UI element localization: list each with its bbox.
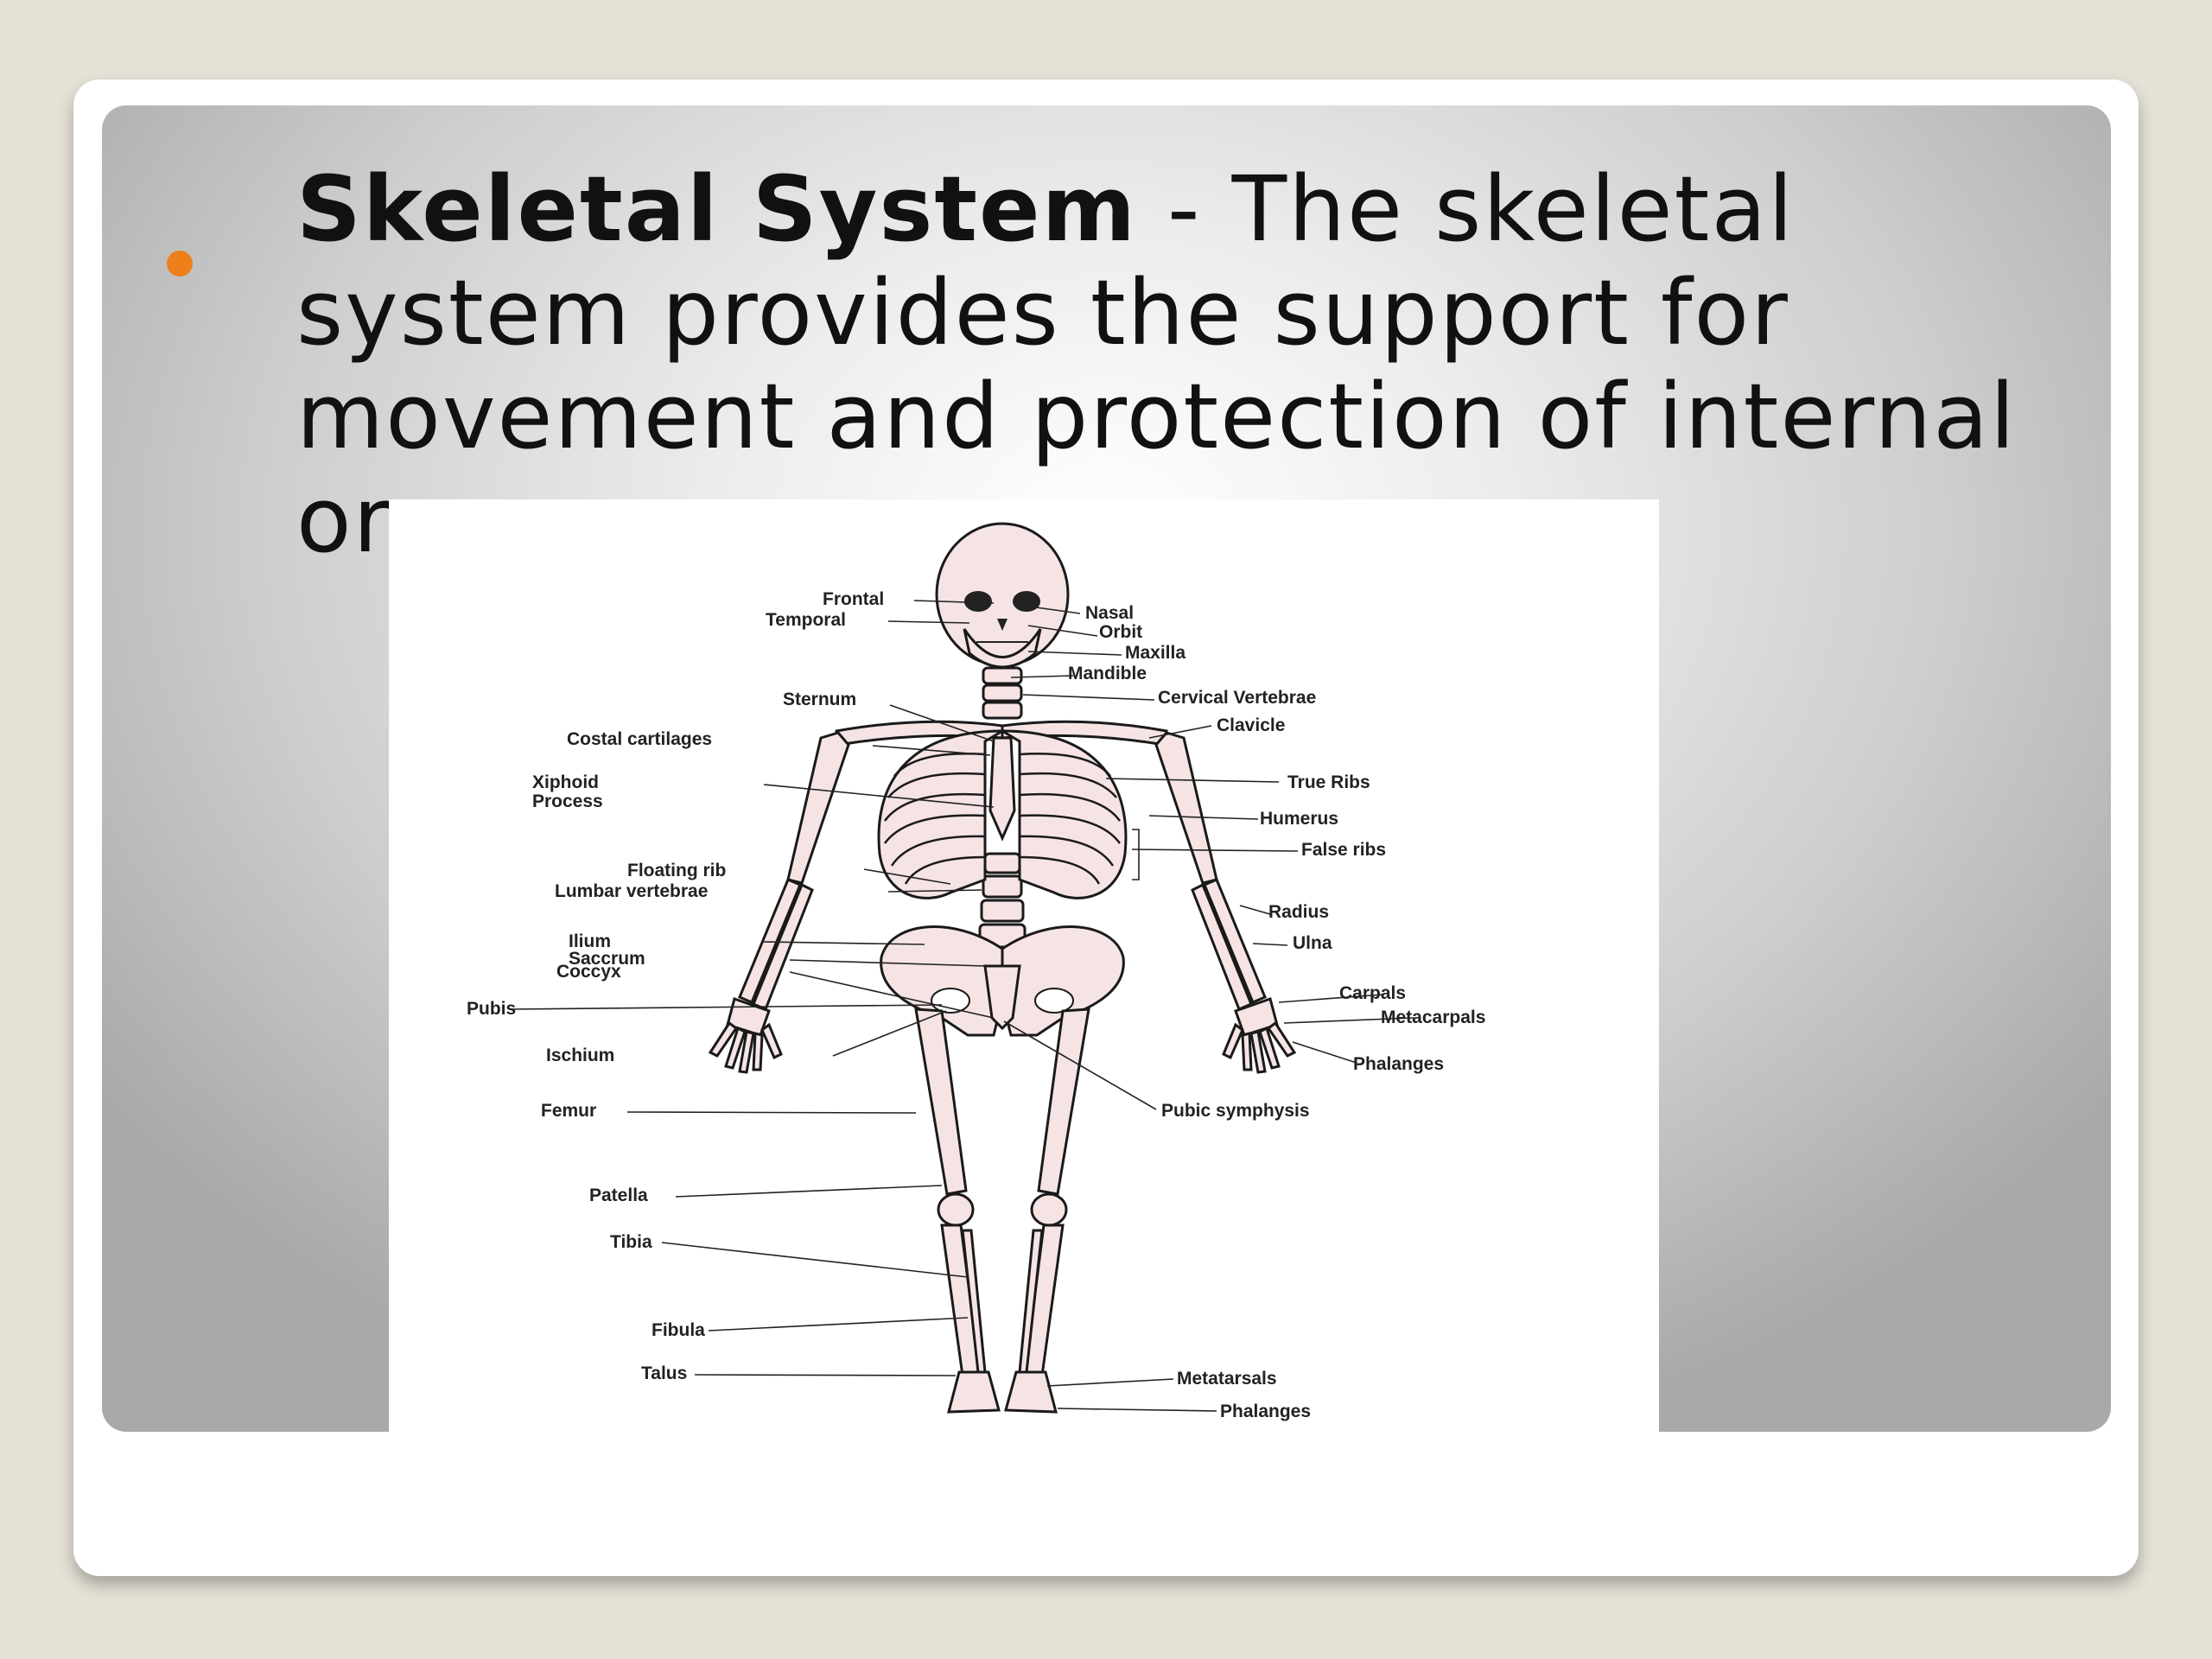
left-obturator-shape [931,988,970,1014]
sternum-shape [988,736,1016,842]
skeleton-diagram: Frontal Temporal Nasal Orbit Maxilla Man… [389,499,1659,1432]
leader-lines [509,600,1414,1412]
label-phalanges-hand: Phalanges [1353,1054,1444,1074]
label-temporal: Temporal [766,610,846,630]
jaw-shape [963,628,1042,669]
label-nasal: Nasal [1085,603,1134,623]
label-patella: Patella [589,1185,648,1205]
skeleton-diagram-svg: Frontal Temporal Nasal Orbit Maxilla Man… [467,522,1485,1421]
label-lumbar-vertebrae: Lumbar vertebrae [555,881,708,901]
label-phalanges-foot: Phalanges [1220,1402,1311,1421]
left-humerus-shape [786,731,850,885]
diagram-labels: Frontal Temporal Nasal Orbit Maxilla Man… [467,589,1485,1421]
label-clavicle: Clavicle [1217,715,1285,735]
label-true-ribs: True Ribs [1287,772,1370,792]
right-femur-shape [1037,1007,1090,1196]
left-foot-shape [947,1370,1001,1414]
label-process: Process [532,791,603,811]
label-false-ribs: False ribs [1301,840,1386,860]
left-patella-shape [937,1192,975,1227]
right-obturator-shape [1034,988,1074,1014]
label-pubic-symphysis: Pubic symphysis [1161,1101,1310,1121]
label-xiphoid: Xiphoid [532,772,599,792]
label-tibia: Tibia [610,1232,652,1252]
label-metatarsals: Metatarsals [1177,1369,1277,1389]
label-costal-cartilages: Costal cartilages [567,729,712,749]
label-fibula: Fibula [652,1320,705,1340]
label-ulna: Ulna [1293,933,1332,953]
label-pubis: Pubis [467,999,516,1019]
left-hand-shape [708,997,783,1074]
left-femur-shape [914,1007,968,1196]
slide-content-panel: Skeletal System - The skeletal system pr… [102,105,2111,1432]
label-coccyx: Coccyx [556,962,621,982]
ribs [883,753,1122,885]
label-metacarpals: Metacarpals [1381,1007,1485,1027]
right-patella-shape [1030,1192,1068,1227]
bullet-dot-icon [167,251,193,276]
bullet-text: Skeletal System - The skeletal system pr… [296,157,2059,572]
right-humerus-shape [1154,731,1218,885]
label-humerus: Humerus [1260,809,1338,829]
label-orbit: Orbit [1099,622,1142,642]
bullet-description: - The skeletal system provides the suppo… [296,156,2017,572]
right-foot-shape [1004,1370,1058,1414]
label-maxilla: Maxilla [1125,643,1185,663]
left-orbit-shape [964,591,992,612]
label-ilium: Ilium [569,931,611,951]
label-femur: Femur [541,1101,596,1121]
right-forearm-radius [1203,878,1267,1004]
label-cervical-vertebrae: Cervical Vertebrae [1158,688,1316,708]
skeleton-figure [708,522,1297,1414]
label-floating-rib: Floating rib [627,861,726,880]
label-mandible: Mandible [1068,664,1147,683]
skull-shape [935,522,1070,667]
label-radius: Radius [1268,902,1329,922]
label-sternum: Sternum [783,690,856,709]
nasal-cavity-shape [997,619,1007,631]
right-hand-shape [1222,997,1297,1074]
left-forearm-radius [738,878,802,1004]
right-orbit-shape [1013,591,1040,612]
label-frontal: Frontal [823,589,884,609]
label-saccrum: Saccrum [569,949,645,969]
label-carpals: Carpals [1339,983,1406,1003]
bullet-title: Skeletal System [296,156,1137,262]
label-talus: Talus [641,1363,687,1383]
label-ischium: Ischium [546,1046,614,1065]
